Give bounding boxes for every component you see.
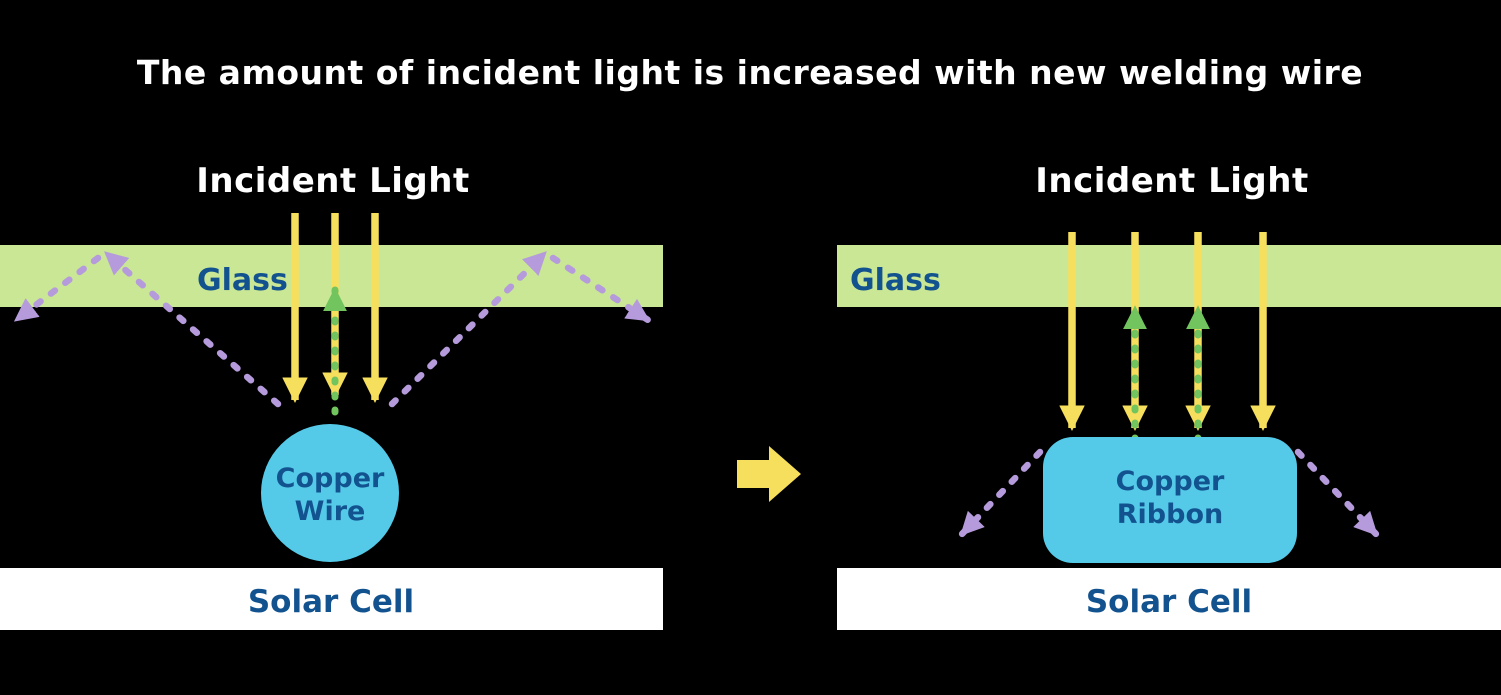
copper-ribbon-label-line1: Copper [1116, 466, 1225, 497]
right-reflected-ray-left [958, 448, 1044, 538]
right-solar-cell-label: Solar Cell [1086, 584, 1252, 620]
left-solar-cell-label: Solar Cell [248, 584, 414, 620]
copper-ribbon-label-line2: Ribbon [1117, 499, 1223, 530]
transition-arrow-icon [737, 446, 801, 502]
right-solar-cell-bar [837, 568, 1501, 630]
left-solar-cell-bar [0, 568, 663, 630]
diagram-title: The amount of incident light is increase… [137, 53, 1363, 92]
right-glass-bar [837, 245, 1501, 307]
copper-ribbon-shape [1043, 437, 1297, 563]
copper-wire-label-line2: Wire [295, 496, 366, 527]
left-reflected-ray-down-right [549, 254, 652, 324]
right-incident-light-label: Incident Light [1035, 161, 1308, 201]
left-incident-light-label: Incident Light [196, 161, 469, 201]
left-reflected-ray-up-left [102, 249, 282, 408]
right-reflected-ray-right [1294, 448, 1380, 538]
right-glass-label: Glass [850, 263, 941, 298]
left-reflected-ray-up-right [388, 249, 549, 408]
copper-wire-shape [261, 424, 399, 562]
left-glass-label: Glass [197, 263, 288, 298]
copper-wire-label-line1: Copper [276, 463, 385, 494]
left-reflected-ray-down-left [12, 254, 102, 324]
